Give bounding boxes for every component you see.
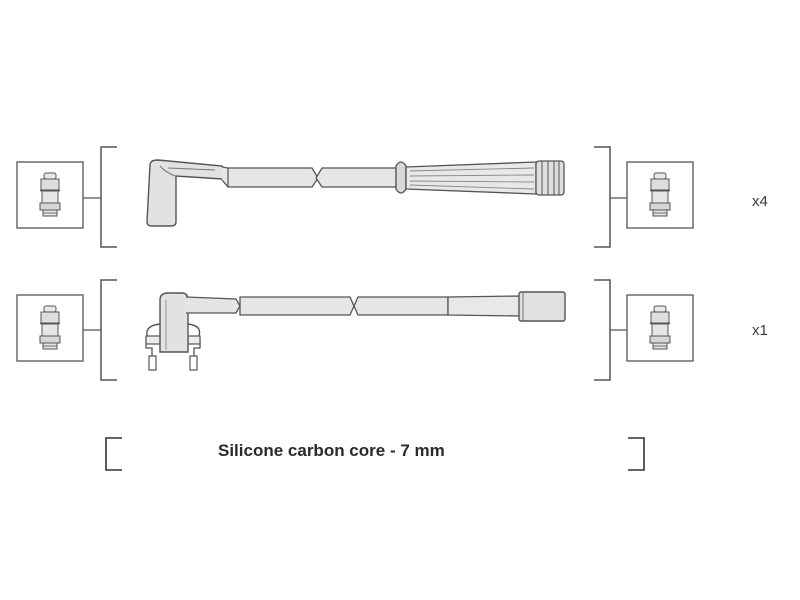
core-spec-caption: Silicone carbon core - 7 mm (218, 441, 445, 460)
caption-right-bracket (628, 437, 645, 471)
quantity-label-row-a: x4 (752, 193, 768, 210)
ignition-lead-straight-boot (146, 159, 565, 227)
right-bracket (594, 279, 611, 381)
quantity-label-row-b: x1 (752, 322, 768, 339)
spark-plug-icon (16, 294, 84, 362)
lead-set-row-b (16, 279, 694, 381)
right-bracket (594, 146, 611, 248)
lead-set-row-a (16, 146, 694, 248)
left-bracket (100, 279, 117, 381)
spark-plug-icon (16, 161, 84, 229)
spark-plug-icon (626, 294, 694, 362)
caption-left-bracket (105, 437, 122, 471)
left-bracket (100, 146, 117, 248)
ignition-lead-angled-boot-with-clip (145, 291, 566, 371)
spark-plug-icon (626, 161, 694, 229)
